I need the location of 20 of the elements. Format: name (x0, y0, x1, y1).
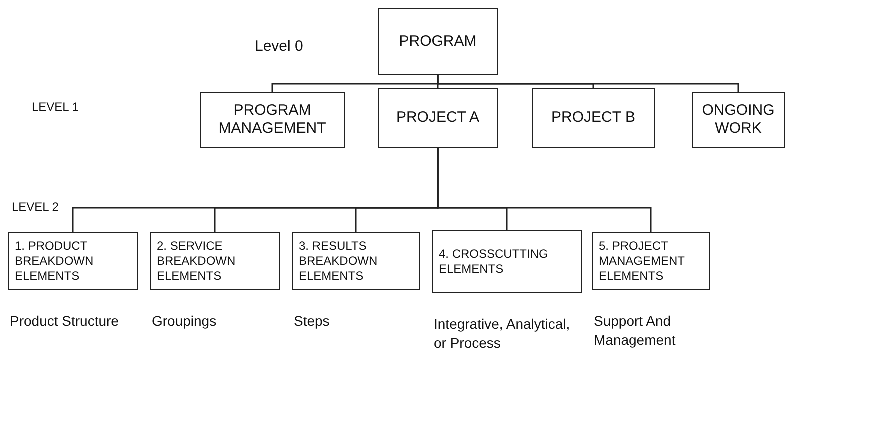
element-box: 5. PROJECT MANAGEMENT ELEMENTS (592, 232, 710, 290)
wbs-box: PROGRAM MANAGEMENT (200, 92, 345, 148)
wbs-box: PROGRAM (378, 8, 498, 75)
element-description: Integrative, Analytical, or Process (434, 315, 572, 353)
wbs-box: ONGOING WORK (692, 92, 785, 148)
element-description: Support And Management (594, 312, 677, 350)
connector-line (437, 75, 740, 92)
element-box: 2. SERVICE BREAKDOWN ELEMENTS (150, 232, 280, 290)
wbs-box: PROJECT B (532, 88, 655, 148)
level-label: Level 0 (255, 38, 304, 55)
connector-line (437, 148, 652, 232)
level-label: LEVEL 1 (32, 100, 79, 114)
element-description: Groupings (152, 312, 218, 331)
element-description: Steps (294, 312, 331, 331)
wbs-box: PROJECT A (378, 88, 498, 148)
element-box: 4. CROSSCUTTING ELEMENTS (432, 230, 582, 293)
element-box: 3. RESULTS BREAKDOWN ELEMENTS (292, 232, 420, 290)
element-box: 1. PRODUCT BREAKDOWN ELEMENTS (8, 232, 138, 290)
element-description: Product Structure (10, 312, 120, 331)
level-label: LEVEL 2 (12, 200, 59, 214)
